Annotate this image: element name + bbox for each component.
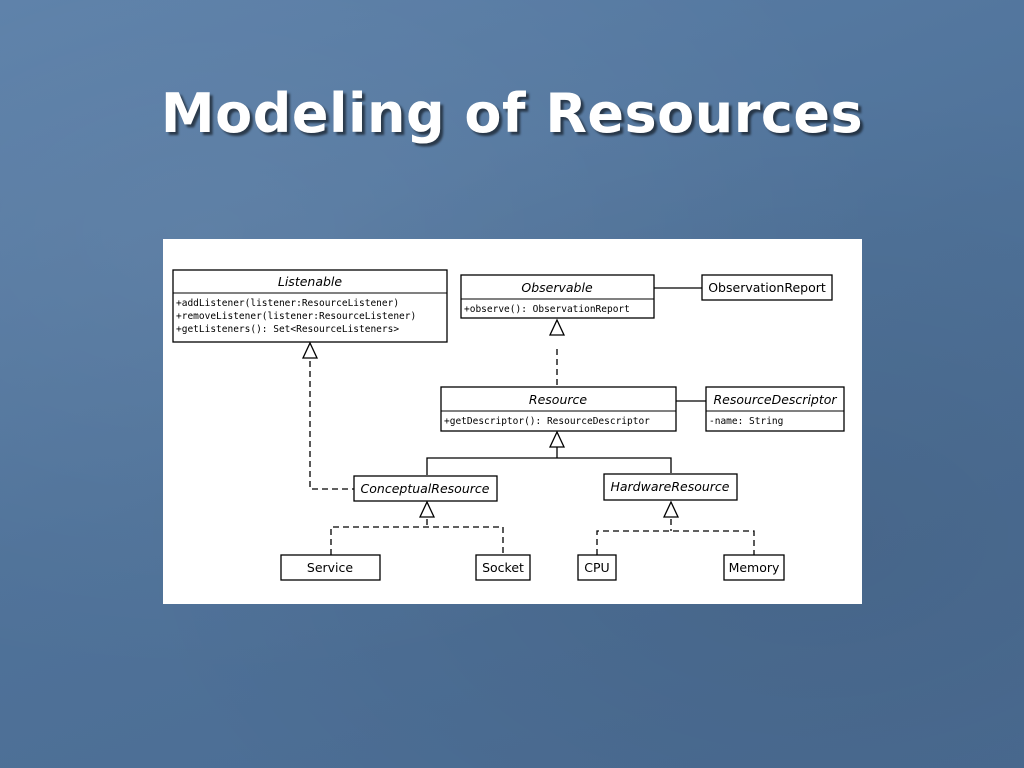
observationreport-name: ObservationReport bbox=[708, 280, 826, 295]
realization-arrowhead-listenable bbox=[301, 341, 319, 359]
generalization-arrowhead-resource bbox=[548, 430, 566, 448]
realization-arrowhead-hardware bbox=[662, 500, 680, 518]
edge-conceptual-to-listenable bbox=[309, 361, 354, 490]
hardwareresource-name: HardwareResource bbox=[610, 479, 729, 494]
listenable-member: +addListener(listener:ResourceListener) bbox=[176, 298, 399, 309]
resourcedescriptor-member: -name: String bbox=[709, 416, 783, 427]
observable-name: Observable bbox=[521, 280, 593, 295]
class-service: Service bbox=[280, 554, 381, 581]
class-hardwareresource: HardwareResource bbox=[603, 473, 738, 501]
memory-name: Memory bbox=[729, 560, 780, 575]
class-resourcedescriptor: ResourceDescriptor -name: String bbox=[705, 386, 845, 432]
class-memory: Memory bbox=[723, 554, 785, 581]
class-cpu: CPU bbox=[577, 554, 617, 581]
class-resource: Resource +getDescriptor(): ResourceDescr… bbox=[440, 386, 677, 432]
socket-name: Socket bbox=[482, 560, 524, 575]
class-listenable: Listenable +addListener(listener:Resourc… bbox=[172, 269, 448, 343]
listenable-member: +removeListener(listener:ResourceListene… bbox=[176, 311, 416, 322]
uml-diagram: Listenable +addListener(listener:Resourc… bbox=[163, 239, 862, 604]
edge-conceptual-children bbox=[330, 519, 504, 555]
class-observationreport: ObservationReport bbox=[701, 274, 833, 301]
class-conceptualresource: ConceptualResource bbox=[353, 475, 498, 502]
class-socket: Socket bbox=[475, 554, 531, 581]
service-name: Service bbox=[307, 560, 354, 575]
conceptualresource-name: ConceptualResource bbox=[361, 481, 490, 496]
cpu-name: CPU bbox=[584, 560, 609, 575]
observable-member: +observe(): ObservationReport bbox=[464, 304, 630, 315]
realization-arrowhead-observable bbox=[548, 318, 566, 336]
realization-arrowhead-conceptual bbox=[418, 500, 436, 518]
slide-title: Modeling of Resources bbox=[160, 82, 864, 145]
edge-generalization-resource bbox=[426, 447, 672, 475]
class-observable: Observable +observe(): ObservationReport bbox=[460, 274, 655, 319]
resource-name: Resource bbox=[529, 392, 587, 407]
resource-member: +getDescriptor(): ResourceDescriptor bbox=[444, 416, 650, 427]
resourcedescriptor-name: ResourceDescriptor bbox=[713, 392, 837, 407]
listenable-name: Listenable bbox=[278, 274, 343, 289]
listenable-member: +getListeners(): Set<ResourceListeners> bbox=[176, 324, 399, 335]
edge-hardware-children bbox=[596, 519, 755, 555]
